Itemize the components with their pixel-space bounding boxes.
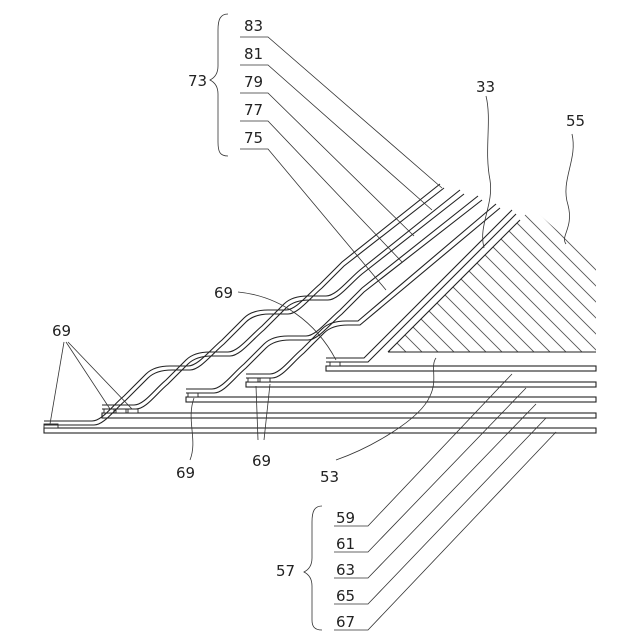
label-57: 57 [276, 562, 295, 580]
wiring-83-lower [44, 188, 444, 425]
layer-67 [44, 428, 596, 433]
brace-57 [304, 506, 322, 630]
label-69-left: 69 [52, 322, 71, 340]
label-77: 77 [244, 101, 263, 119]
pad [330, 362, 340, 366]
label-73: 73 [188, 72, 207, 90]
pad [188, 393, 198, 397]
label-61: 61 [336, 535, 355, 553]
label-55: 55 [566, 112, 585, 130]
label-69-bottom-left: 69 [176, 464, 195, 482]
pad [260, 378, 270, 382]
label-83: 83 [244, 17, 263, 35]
label-33: 33 [476, 78, 495, 96]
label-79: 79 [244, 73, 263, 91]
label-81: 81 [244, 45, 263, 63]
label-59: 59 [336, 509, 355, 527]
wiring-75-lower [326, 214, 516, 362]
reference-numerals: 83 81 79 77 75 73 33 55 69 69 69 69 53 5… [52, 17, 585, 631]
pad [248, 378, 258, 382]
layer-63 [186, 397, 596, 402]
layer-61 [246, 382, 596, 387]
brace-73 [210, 14, 228, 156]
wiring-75-upper [326, 210, 512, 358]
label-75: 75 [244, 129, 263, 147]
label-53: 53 [320, 468, 339, 486]
label-63: 63 [336, 561, 355, 579]
pad [128, 409, 138, 413]
label-65: 65 [336, 587, 355, 605]
wiring-81-lower [102, 194, 464, 409]
layer-65 [102, 413, 596, 418]
layer-59 [326, 366, 596, 371]
label-69-bottom-mid: 69 [252, 452, 271, 470]
pad [116, 409, 126, 413]
label-69-top: 69 [214, 284, 233, 302]
label-67: 67 [336, 613, 355, 631]
